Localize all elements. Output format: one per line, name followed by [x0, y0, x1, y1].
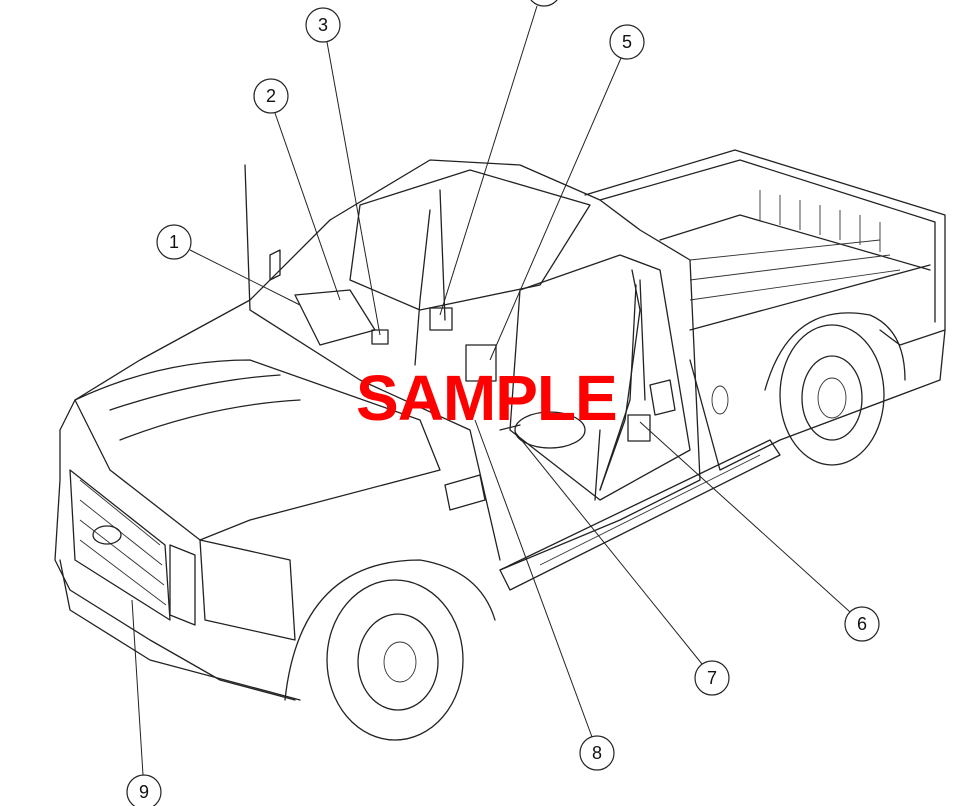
running-board [499, 439, 781, 591]
callout-8: 8 [579, 735, 615, 771]
rear-wheel [764, 312, 906, 466]
callout-2: 2 [253, 78, 289, 114]
front-wheel [284, 559, 496, 741]
cab [329, 159, 729, 571]
callout-3: 3 [305, 7, 341, 43]
callout-9: 9 [126, 774, 162, 806]
callout-7: 7 [694, 660, 730, 696]
svg-text:6: 6 [857, 614, 867, 634]
svg-text:9: 9 [139, 782, 149, 802]
callout-5: 5 [609, 24, 645, 60]
svg-text:5: 5 [622, 32, 632, 52]
svg-text:7: 7 [707, 668, 717, 688]
callout-1: 1 [156, 224, 192, 260]
svg-text:1: 1 [169, 232, 179, 252]
leader-lines [131, 5, 851, 776]
callout-4 [530, 0, 558, 7]
interior-components [294, 189, 651, 491]
truck-bed [584, 149, 946, 471]
svg-text:3: 3 [318, 15, 328, 35]
svg-text:2: 2 [266, 86, 276, 106]
svg-text:8: 8 [592, 743, 602, 763]
sample-watermark: SAMPLE [356, 362, 618, 434]
callout-6: 6 [844, 606, 880, 642]
front-end [54, 164, 501, 701]
